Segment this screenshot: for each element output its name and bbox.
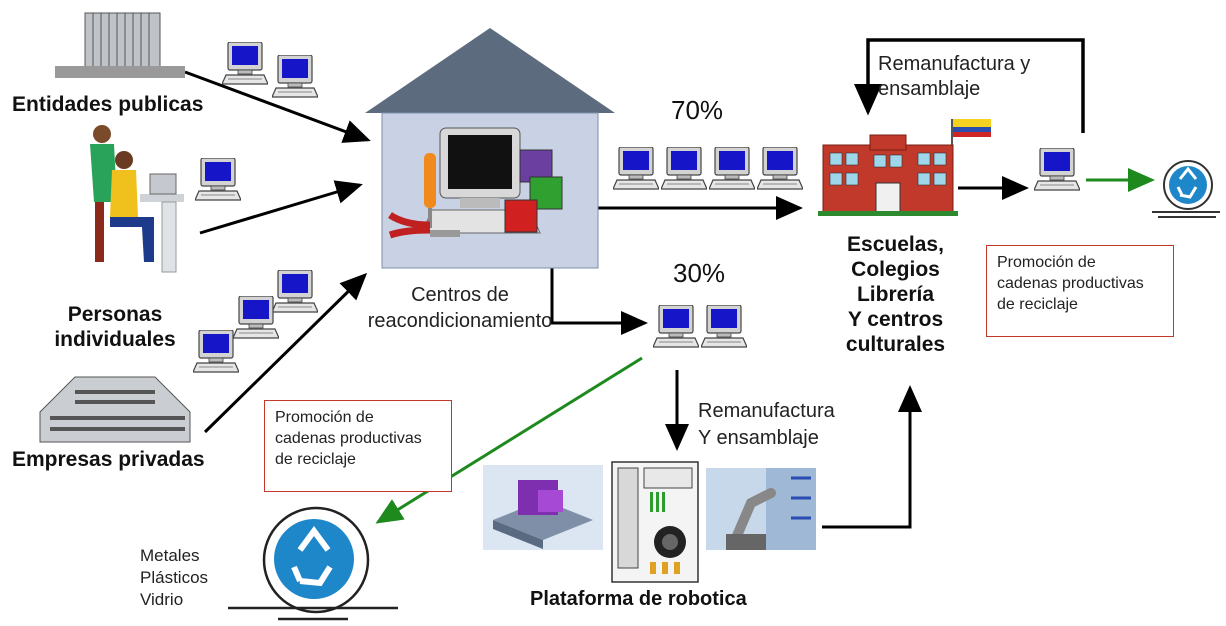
- label-70-percent: 70%: [671, 95, 724, 125]
- computer-icon: [661, 147, 707, 191]
- arrow-entidades-to-centro: [184, 70, 371, 143]
- label-centros: Centros de reacondicionamiento: [367, 284, 553, 332]
- computer-icon: [222, 42, 268, 86]
- robot-part-image: [483, 465, 603, 550]
- label-empresas: Empresas privadas: [12, 448, 205, 471]
- company-building-icon: [39, 376, 191, 443]
- computer-icon: [1034, 148, 1080, 192]
- label-remanufactura-mid: Remanufactura Y ensamblaje: [698, 400, 835, 449]
- computer-icon: [195, 158, 241, 202]
- label-entidades: Entidades publicas: [12, 93, 204, 116]
- robot-arm-image: [706, 468, 816, 550]
- pc-tower-image: [611, 461, 699, 583]
- promo-box-left: Promoción de cadenas productivas de reci…: [264, 400, 452, 492]
- computer-icon: [233, 296, 279, 340]
- house-icon: [365, 28, 615, 269]
- label-personas: Personas individuales: [54, 303, 176, 351]
- computer-icon: [701, 305, 747, 349]
- recycle-icon: [1152, 160, 1220, 218]
- arrow-top-loop: [854, 38, 1085, 133]
- computer-icon: [613, 147, 659, 191]
- computer-icon: [193, 330, 239, 374]
- label-materiales: Metales Plásticos Vidrio: [140, 546, 209, 609]
- label-30-percent: 30%: [673, 258, 726, 288]
- arrow-empresas-to-centro: [203, 272, 368, 434]
- label-escuelas: Escuelas, Colegios Librería Y centros cu…: [845, 233, 946, 356]
- promo-box-right: Promoción de cadenas productivas de reci…: [986, 245, 1174, 337]
- green-arrow-30-to-recycle: [375, 356, 643, 524]
- label-plataforma: Plataforma de robotica: [530, 588, 747, 610]
- computer-icon: [757, 147, 803, 191]
- computer-icon: [653, 305, 699, 349]
- recycle-icon-large: [228, 506, 398, 621]
- arrow-centro-to-30: [550, 262, 648, 335]
- computer-icon: [272, 55, 318, 99]
- public-building-icon: [55, 12, 185, 78]
- persons-at-desk-icon: [90, 125, 184, 273]
- computer-icon: [709, 147, 755, 191]
- arrow-personas-to-centro: [199, 180, 363, 235]
- school-building-icon: [818, 119, 991, 216]
- arrow-robotica-to-escuelas: [822, 385, 922, 529]
- label-remanufactura-top: Remanufactura y ensamblaje: [878, 53, 1031, 100]
